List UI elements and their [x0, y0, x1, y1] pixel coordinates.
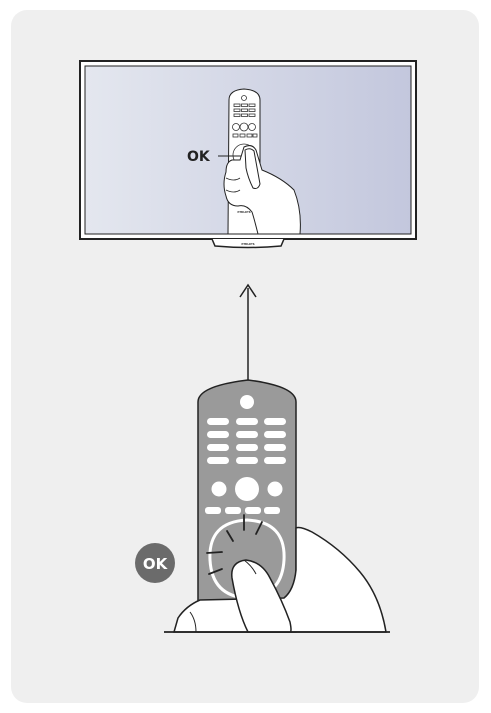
up-arrow	[240, 285, 256, 380]
tv: PHILIPS PHILIPS OK	[80, 61, 416, 248]
power-button	[240, 395, 254, 409]
tv-remote-brand: PHILIPS	[237, 210, 250, 214]
tv-ok-label: OK	[187, 149, 211, 165]
ok-badge-label: OK	[143, 555, 169, 573]
tv-brand-logo: PHILIPS	[241, 242, 254, 246]
ok-badge: OK	[135, 543, 175, 583]
